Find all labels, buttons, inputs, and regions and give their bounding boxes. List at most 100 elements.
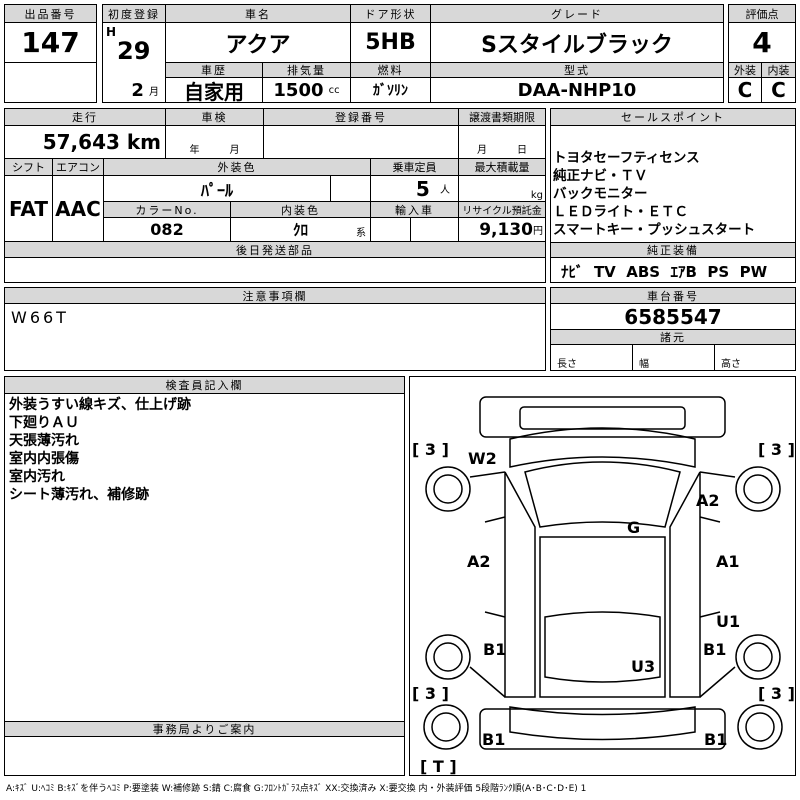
door-type: 5HB: [351, 23, 431, 63]
sales-point: トヨタセーフティセンス: [553, 150, 700, 166]
vehicle-info-box: 初度登録 車名 ドア形状 グレード H 29 年 アクア 5HB Sスタイルブラ…: [102, 4, 724, 103]
damage-a2-left: A2: [467, 552, 491, 571]
sales-points-list: トヨタセーフティセンス 純正ナビ・ＴＶ バックモニター ＬＥＤライト・ＥＴＣ ス…: [553, 149, 755, 239]
later-parts-label: 後日発送部品: [5, 242, 545, 258]
damage-a2-front: A2: [696, 491, 720, 510]
grade: Sスタイルブラック: [431, 23, 723, 63]
damage-u3: U3: [631, 657, 656, 676]
reg-month-unit: 月: [149, 86, 159, 98]
damage-a1: A1: [716, 552, 740, 571]
inspection-month-unit: 月: [229, 145, 240, 156]
shift: FAT: [5, 176, 53, 242]
import-value-a: [371, 218, 411, 242]
transfer-cell: 月日: [459, 126, 545, 159]
equipment-label: 純正装備: [551, 242, 795, 258]
car-name: アクア: [166, 23, 351, 63]
score-label: 評価点: [729, 5, 795, 23]
tire-front-left-grade: [ 3 ]: [412, 440, 449, 459]
tire-rear-left-grade: [ 3 ]: [412, 684, 449, 703]
import-value-b: [411, 218, 459, 242]
displacement-unit: cc: [328, 84, 340, 96]
damage-b1-left: B1: [483, 640, 507, 659]
legend: A:ｷｽﾞ U:ﾍｺﾐ B:ｷｽﾞを伴うﾍｺﾐ P:要塗装 W:補修跡 S:錆 …: [6, 784, 587, 794]
sales-points-label: セールスポイント: [551, 109, 795, 126]
int-score: C: [771, 78, 786, 102]
ext-color-label: 外装色: [104, 159, 371, 176]
capacity-cell: 5 人: [371, 176, 459, 202]
damage-g: G: [627, 518, 641, 537]
length-label: 長さ: [551, 345, 633, 370]
color-no: 082: [104, 218, 231, 242]
capacity-unit: 人: [440, 185, 450, 196]
ac-label: エアコン: [53, 159, 104, 176]
reg-month: 2: [131, 79, 144, 101]
grade-label: グレード: [431, 5, 723, 23]
max-load-label: 最大積載量: [459, 159, 545, 176]
recycle-label: リサイクル預託金: [459, 202, 545, 218]
damage-b1-rear-left: B1: [482, 730, 506, 749]
reg-label: 初度登録: [103, 5, 166, 23]
specs-label: 諸元: [551, 330, 795, 345]
inspection-year-unit: 年: [189, 145, 200, 156]
mileage-label: 走行: [5, 109, 166, 126]
caution-box: 注意事項欄 W66T: [4, 287, 546, 371]
int-color: ｸﾛ: [292, 221, 308, 239]
recycle-fee: 9,130: [479, 219, 533, 240]
ext-score-label: 外装: [729, 63, 762, 78]
score-value: 4: [729, 23, 795, 63]
lot-label: 出品番号: [5, 5, 96, 23]
reg-year: 29: [117, 37, 151, 63]
sales-point: ＬＥＤライト・ＥＴＣ: [553, 204, 688, 220]
sales-point: バックモニター: [553, 186, 648, 202]
shift-label: シフト: [5, 159, 53, 176]
capacity: 5: [415, 176, 430, 201]
sales-point: スマートキー・プッシュスタート: [553, 222, 756, 238]
details-box: 走行 車検 登録番号 譲渡書類期限 57,643 km 年月 月日 シフト エア…: [4, 108, 546, 283]
inspector-label: 検査員記入欄: [5, 377, 404, 394]
caution-label: 注意事項欄: [5, 288, 545, 304]
int-color-cell: ｸﾛ 系: [231, 218, 371, 242]
door-label: ドア形状: [351, 5, 431, 23]
damage-b1-right: B1: [703, 640, 727, 659]
import-label: 輸入車: [371, 202, 459, 218]
damage-diagram: [ 3 ] [ 3 ] [ 3 ] [ 3 ] [ T ] W2 A2 G A2…: [409, 376, 796, 776]
score-box: 評価点 4 外装 内装 C C: [728, 4, 796, 103]
history: 自家用: [166, 78, 263, 102]
reg-month-cell: 2 月: [103, 78, 166, 102]
chassis-box: 車台番号 6585547 諸元 長さ 幅 高さ: [550, 287, 796, 371]
displacement-cell: 1500 cc: [263, 78, 351, 102]
model-label: 型式: [431, 63, 723, 78]
chassis-label: 車台番号: [551, 288, 795, 304]
int-color-unit: 系: [356, 228, 366, 239]
history-label: 車歴: [166, 63, 263, 78]
inspection-cell: 年月: [166, 126, 264, 159]
inspection-label: 車検: [166, 109, 264, 126]
tire-front-right-grade: [ 3 ]: [758, 440, 795, 459]
int-color-label: 内装色: [231, 202, 371, 218]
damage-w2: W2: [468, 449, 497, 468]
capacity-label: 乗車定員: [371, 159, 459, 176]
fuel: ｶﾞｿﾘﾝ: [351, 78, 431, 102]
damage-b1-rear-right: B1: [704, 730, 728, 749]
sales-point: 純正ナビ・ＴＶ: [553, 168, 648, 184]
spare-tire-grade: [ T ]: [420, 757, 457, 776]
ext-color: ﾊﾟｰﾙ: [104, 176, 331, 202]
ext-color-extra: [331, 176, 371, 202]
damage-u1: U1: [716, 612, 741, 631]
model-code: DAA-NHP10: [517, 79, 637, 101]
lot-box: 出品番号 147: [4, 4, 97, 103]
width-label: 幅: [633, 345, 715, 370]
mileage: 57,643 km: [5, 126, 166, 159]
equipment: ﾅﾋﾞ TV ABS ｴｱB PS PW: [561, 263, 768, 281]
lot-number: 147: [5, 23, 96, 63]
car-outline: [423, 396, 783, 750]
caution-text: W66T: [11, 308, 69, 327]
reg-number-label: 登録番号: [264, 109, 459, 126]
reg-number: [264, 126, 459, 159]
int-score-label: 内装: [762, 63, 795, 78]
max-load-unit: kg: [459, 176, 545, 202]
ext-score: C: [729, 78, 762, 102]
car-name-label: 車名: [166, 5, 351, 23]
inspector-notes: 外装うすい線キズ、仕上げ跡 下廻りＡＵ 天張薄汚れ 室内内張傷 室内汚れ シート…: [9, 397, 191, 503]
inspector-box: 検査員記入欄 外装うすい線キズ、仕上げ跡 下廻りＡＵ 天張薄汚れ 室内内張傷 室…: [4, 376, 405, 776]
